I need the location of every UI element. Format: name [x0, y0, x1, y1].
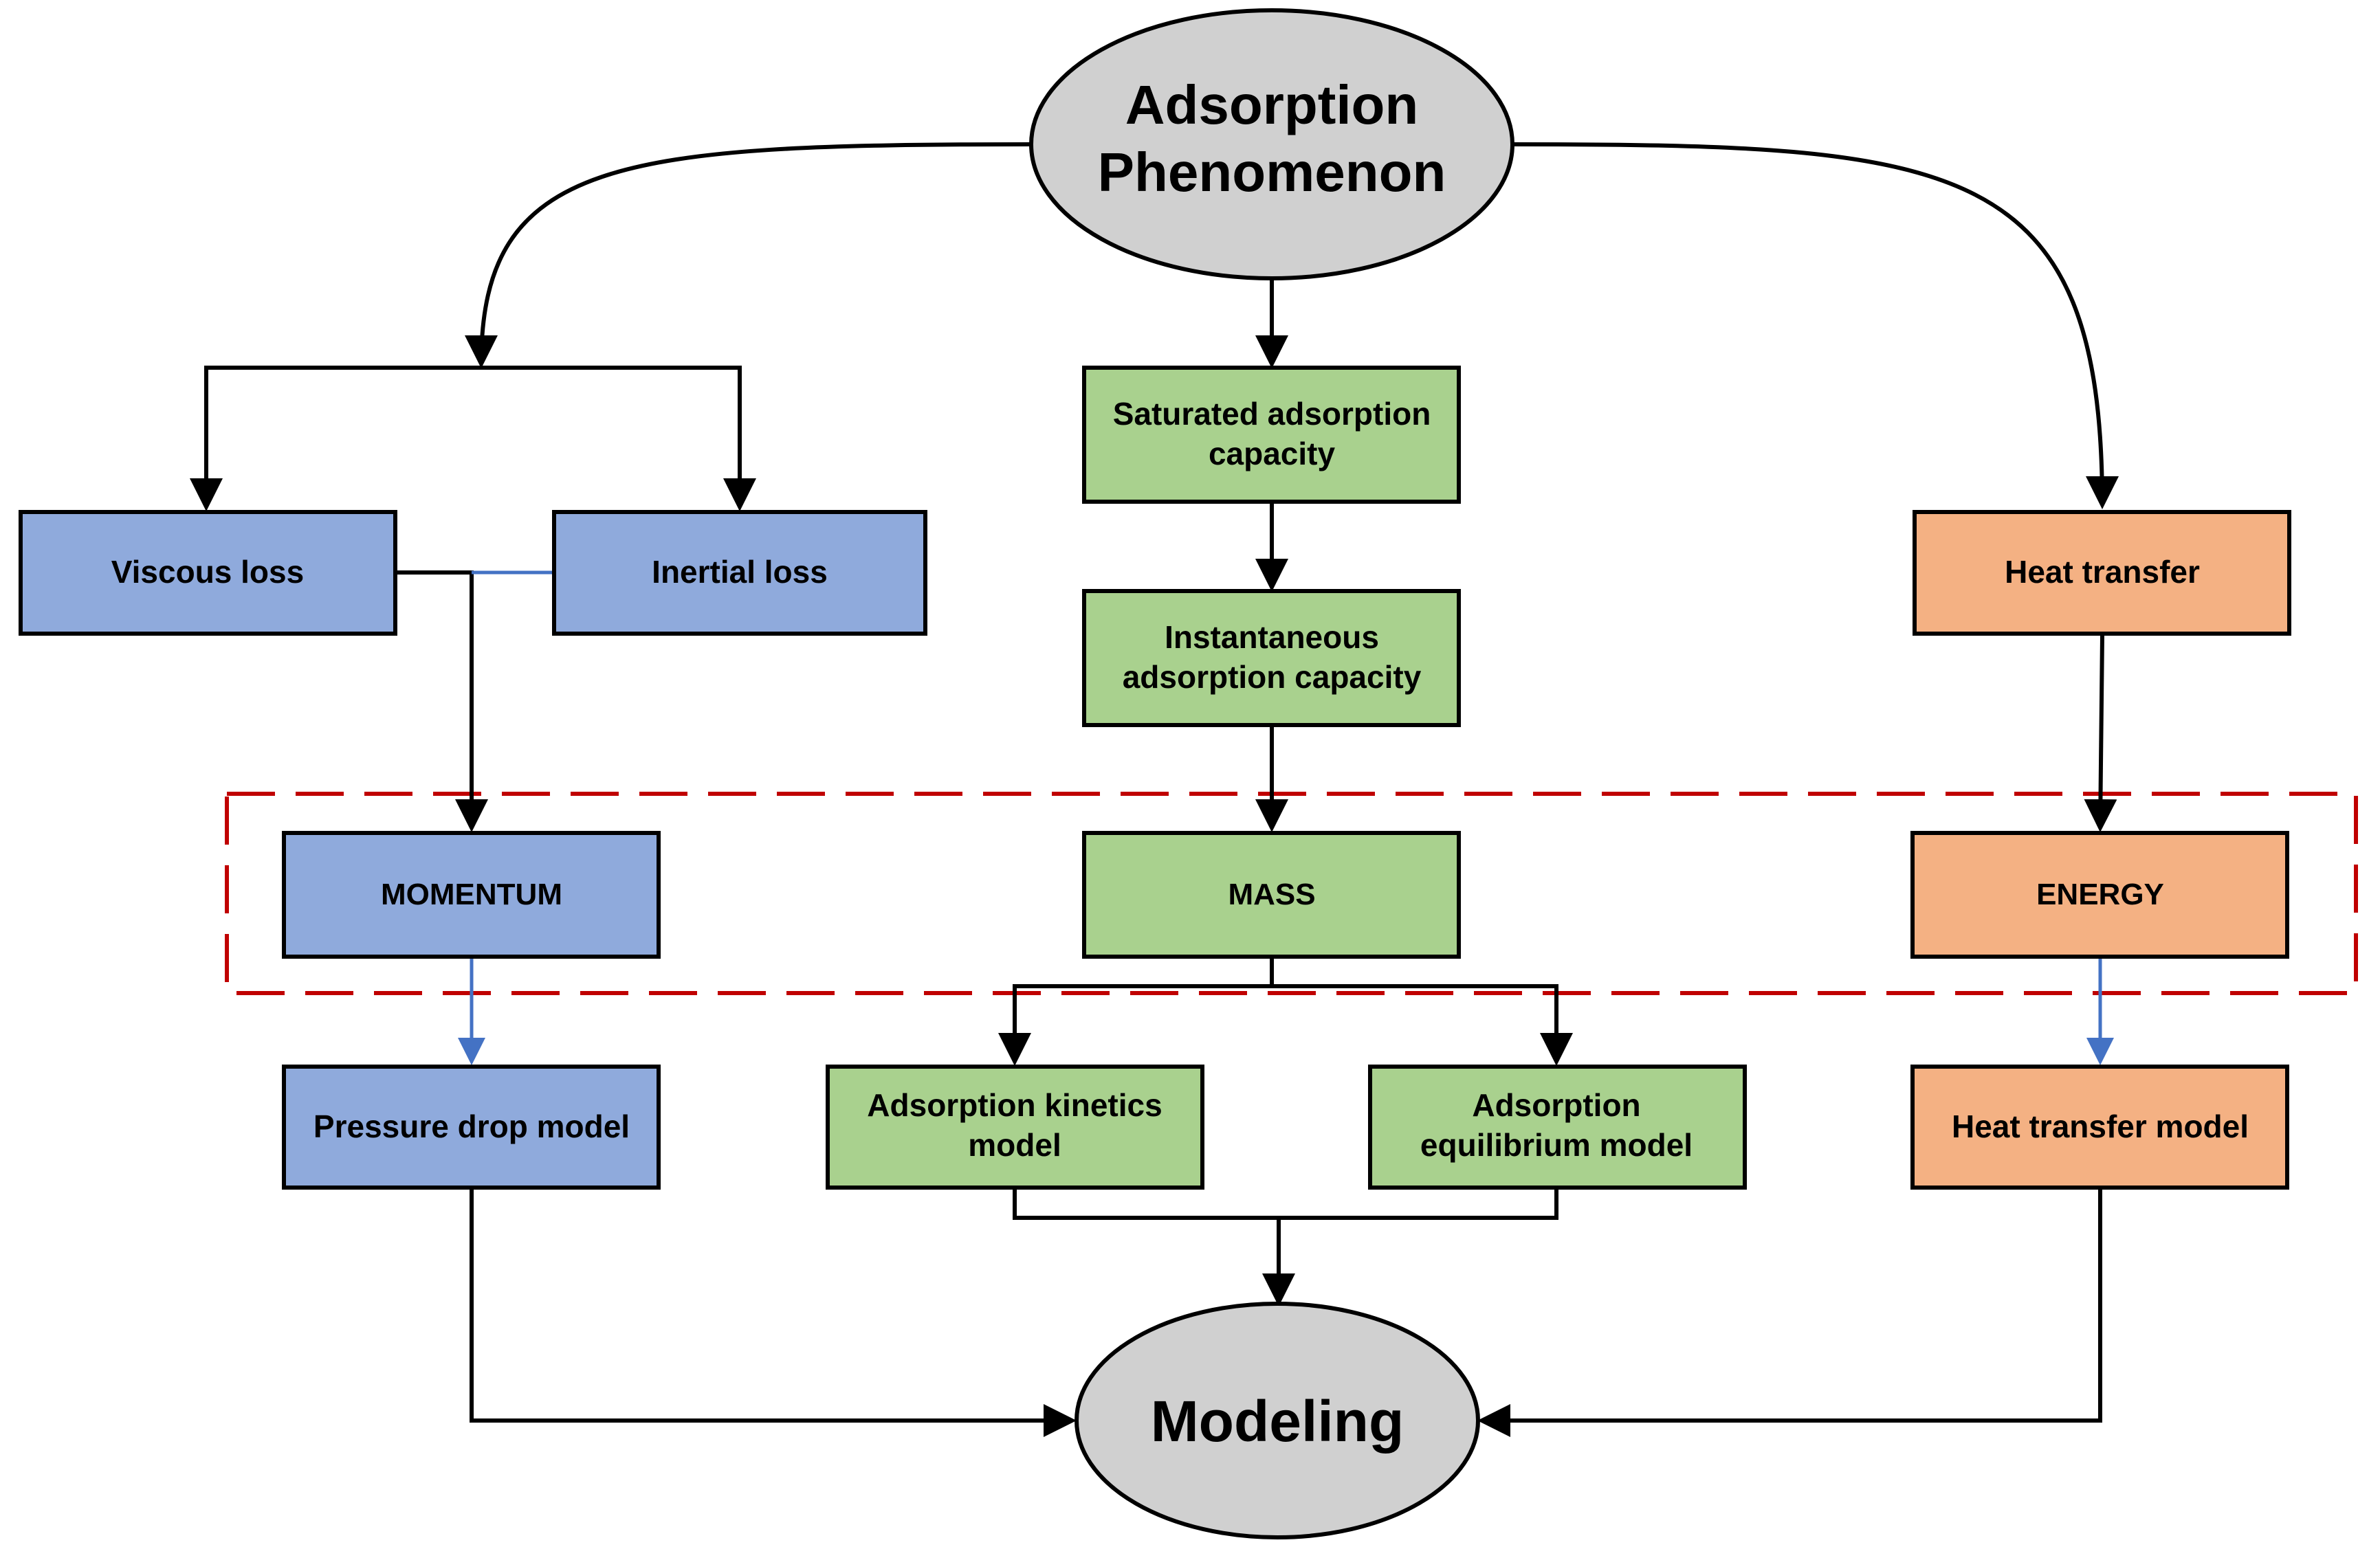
momentum-node: MOMENTUM [282, 831, 661, 959]
inertial-loss-node: Inertial loss [552, 510, 927, 636]
blue-connectors [458, 570, 2114, 1065]
mass-label: MASS [1228, 878, 1315, 911]
kinetics-model-line1: Adsorption kinetics [867, 1087, 1162, 1123]
adsorption-phenomenon-line1: Adsorption [1125, 74, 1419, 135]
connector-mass-split [1013, 957, 1558, 1060]
connector-heat-transfer-to-energy [2084, 635, 2117, 832]
kinetics-model-line2: model [968, 1127, 1061, 1163]
inertial-loss-label: Inertial loss [652, 554, 828, 590]
connector-momentum-split [204, 366, 742, 507]
saturated-capacity-line1: Saturated adsorption [1113, 396, 1431, 432]
modeling-label: Modeling [1151, 1389, 1404, 1454]
connector-phenomenon-to-momentum-split [465, 142, 1032, 368]
energy-node: ENERGY [1910, 831, 2289, 959]
heat-transfer-label: Heat transfer [2005, 554, 2200, 590]
connector-losses-to-momentum [395, 570, 488, 832]
connector-phenomenon-to-heat-transfer [1512, 142, 2119, 509]
instantaneous-capacity-line2: adsorption capacity [1123, 659, 1422, 695]
energy-label: ENERGY [2036, 878, 2164, 911]
momentum-label: MOMENTUM [381, 878, 562, 911]
connectors [190, 142, 2119, 1437]
mass-node: MASS [1082, 831, 1461, 959]
connector-pressure-drop-to-modeling [470, 1188, 1077, 1437]
instantaneous-capacity-line1: Instantaneous [1165, 619, 1379, 655]
viscous-loss-label: Viscous loss [111, 554, 304, 590]
pressure-drop-model-node: Pressure drop model [282, 1065, 661, 1190]
modeling-node: Modeling [1075, 1302, 1480, 1539]
equilibrium-model-line1: Adsorption [1472, 1087, 1640, 1123]
adsorption-phenomenon-line2: Phenomenon [1098, 142, 1446, 203]
equilibrium-model-line2: equilibrium model [1420, 1127, 1693, 1163]
saturated-capacity-node: Saturated adsorption capacity [1082, 366, 1461, 504]
connector-models-merge [1013, 1188, 1558, 1220]
conservation-equations-region [225, 792, 2358, 995]
heat-transfer-model-label: Heat transfer model [1952, 1109, 2249, 1144]
heat-transfer-node: Heat transfer [1913, 510, 2291, 636]
saturated-capacity-line2: capacity [1209, 436, 1336, 471]
viscous-loss-node: Viscous loss [19, 510, 397, 636]
adsorption-phenomenon-node: Adsorption Phenomenon [1029, 8, 1514, 280]
heat-transfer-model-node: Heat transfer model [1910, 1065, 2289, 1190]
equilibrium-model-node: Adsorption equilibrium model [1368, 1065, 1747, 1190]
pressure-drop-model-label: Pressure drop model [313, 1109, 630, 1144]
connector-heat-model-to-modeling [1477, 1188, 2102, 1437]
kinetics-model-node: Adsorption kinetics model [826, 1065, 1204, 1190]
instantaneous-capacity-node: Instantaneous adsorption capacity [1082, 589, 1461, 727]
